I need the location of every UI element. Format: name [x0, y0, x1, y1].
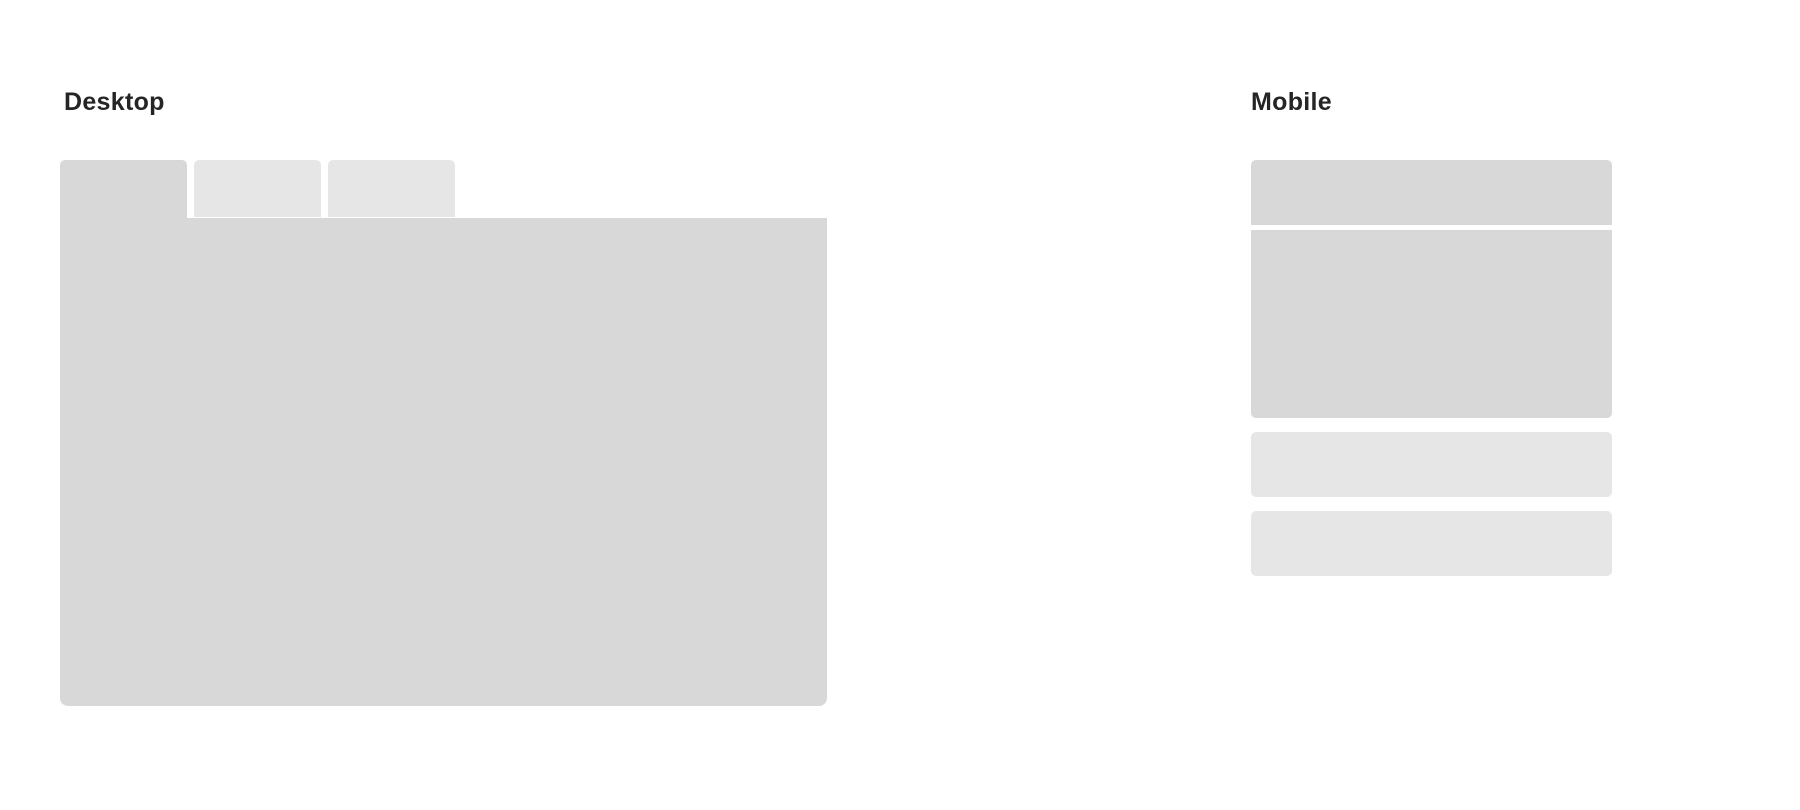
desktop-tab-3[interactable] — [328, 160, 455, 217]
desktop-tab-2[interactable] — [194, 160, 321, 217]
mobile-accordion-panel — [1251, 230, 1612, 418]
mobile-accordion-header-3[interactable] — [1251, 511, 1612, 576]
desktop-heading: Desktop — [64, 88, 165, 116]
desktop-tab-panel — [60, 218, 827, 706]
mobile-heading: Mobile — [1251, 88, 1332, 116]
mobile-accordion-header-expanded[interactable] — [1251, 160, 1612, 225]
desktop-tab-active[interactable] — [60, 160, 187, 220]
mobile-accordion-header-2[interactable] — [1251, 432, 1612, 497]
